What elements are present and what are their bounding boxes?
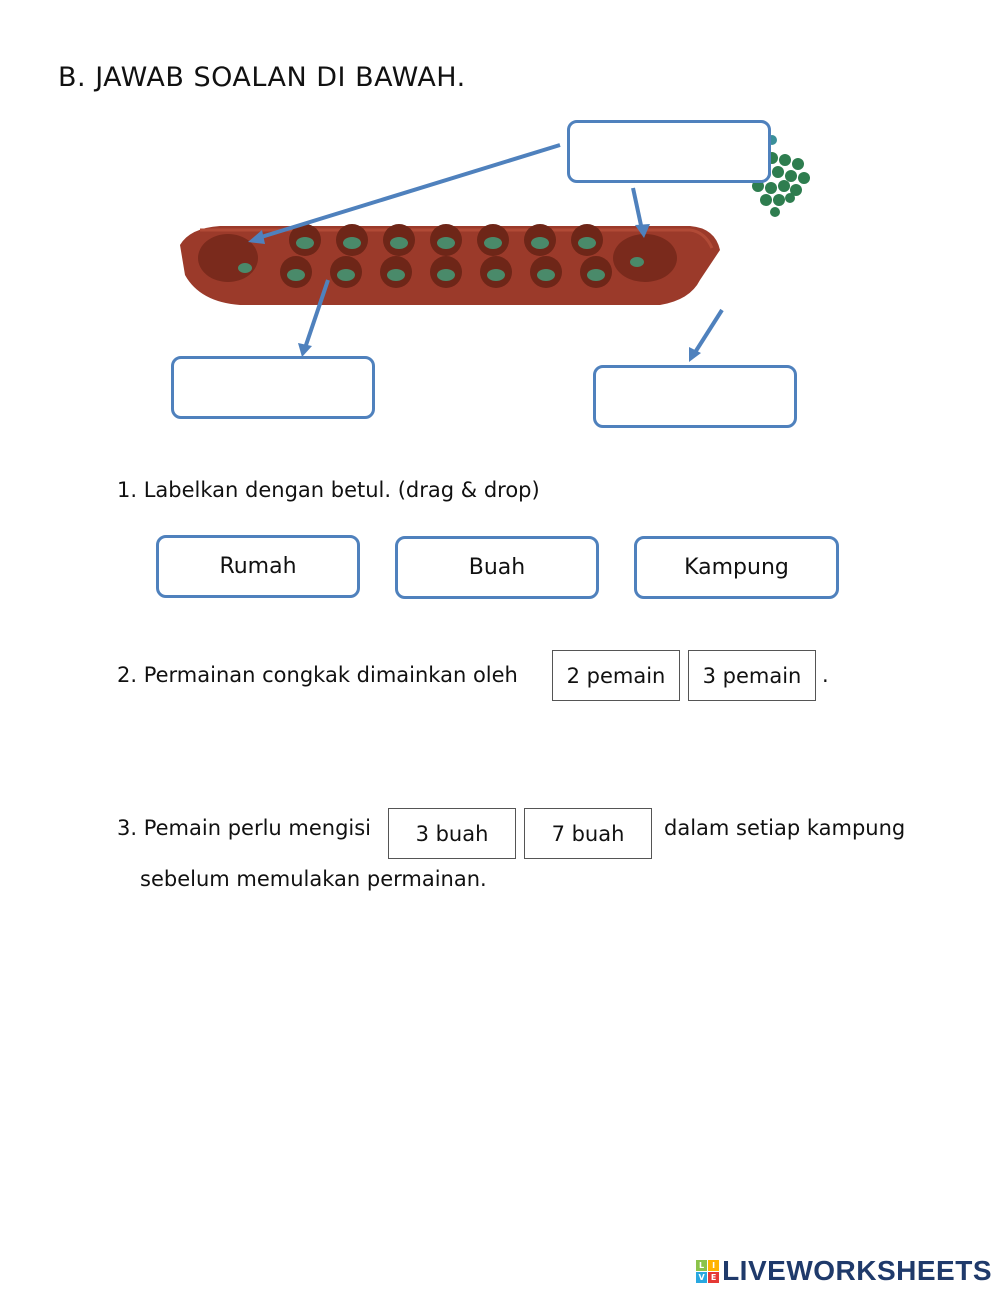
drop-target-bottom-right[interactable] [593, 365, 797, 428]
question-1-text: 1. Labelkan dengan betul. (drag & drop) [117, 478, 540, 502]
congkak-board-image [180, 135, 810, 362]
logo-letter: I [708, 1259, 720, 1271]
drag-word-buah[interactable]: Buah [395, 536, 599, 599]
drop-target-bottom-left[interactable] [171, 356, 375, 419]
drag-word-rumah[interactable]: Rumah [156, 535, 360, 598]
option-7-buah[interactable]: 7 buah [524, 808, 652, 859]
liveworksheets-logo[interactable]: L I V E LIVEWORKSHEETS [696, 1255, 992, 1287]
question-3-text-line2: sebelum memulakan permainan. [140, 867, 487, 891]
page-title: B. JAWAB SOALAN DI BAWAH. [58, 62, 466, 93]
option-3-buah[interactable]: 3 buah [388, 808, 516, 859]
option-3-pemain[interactable]: 3 pemain [688, 650, 816, 701]
question-3-text: 3. Pemain perlu mengisi [117, 816, 372, 840]
question-3-text-after: dalam setiap kampung [664, 816, 906, 840]
drop-target-top-right[interactable] [567, 120, 771, 183]
logo-brand-text: LIVEWORKSHEETS [722, 1255, 992, 1286]
option-2-pemain[interactable]: 2 pemain [552, 650, 680, 701]
logo-live-icon: L I V E [696, 1259, 720, 1283]
congkak-diagram [0, 110, 1000, 440]
logo-letter: L [696, 1259, 708, 1271]
question-2-period: . [822, 663, 829, 687]
logo-letter: V [696, 1271, 708, 1283]
logo-letter: E [708, 1271, 720, 1283]
drag-word-kampung[interactable]: Kampung [634, 536, 839, 599]
question-2-text: 2. Permainan congkak dimainkan oleh [117, 663, 518, 687]
